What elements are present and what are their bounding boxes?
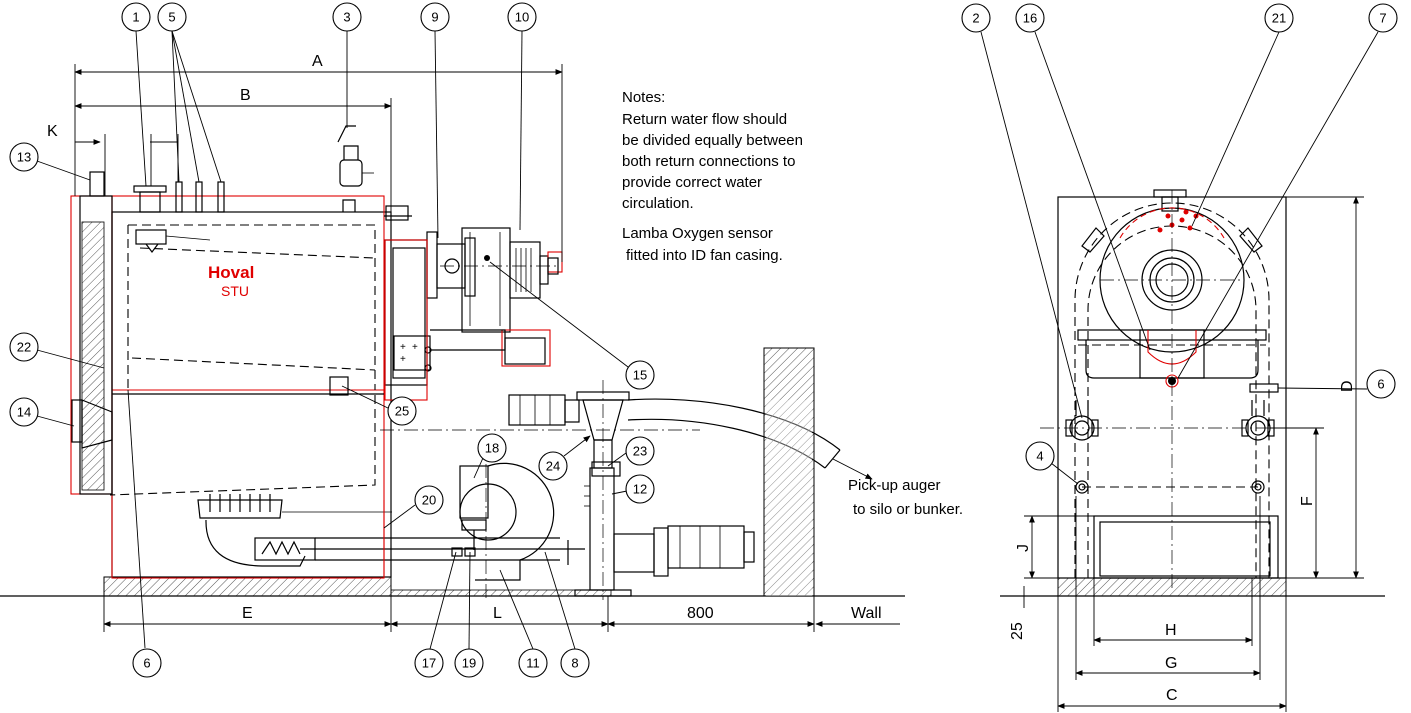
dim-l: L: [493, 605, 502, 622]
svg-text:13: 13: [17, 150, 31, 165]
dim-clearance: 800: [687, 605, 714, 622]
dim-c: C: [1166, 687, 1178, 704]
svg-text:14: 14: [17, 405, 31, 420]
svg-text:9: 9: [431, 10, 438, 25]
svg-text:+: +: [400, 354, 406, 365]
svg-text:3: 3: [343, 10, 350, 25]
svg-text:12: 12: [633, 482, 647, 497]
dim-k: K: [47, 123, 58, 140]
balloon-12: 12: [625, 474, 655, 504]
svg-text:2: 2: [972, 11, 979, 26]
dim-a: A: [312, 53, 323, 70]
svg-text:18: 18: [485, 441, 499, 456]
dim-h: H: [1165, 622, 1177, 639]
wall: [763, 347, 815, 597]
notes-line: both return connections to: [622, 153, 795, 170]
balloon-2: 2: [961, 3, 991, 33]
dim-g: G: [1165, 655, 1177, 672]
dim-d: D: [1339, 380, 1356, 392]
brand-model: STU: [221, 283, 249, 299]
svg-text:22: 22: [17, 340, 31, 355]
balloon-8: 8: [560, 648, 590, 678]
brand-name: Hoval: [208, 263, 254, 282]
svg-text:23: 23: [633, 444, 647, 459]
dim-base: 25: [1009, 622, 1026, 640]
svg-text:8: 8: [571, 656, 578, 671]
svg-text:5: 5: [168, 10, 175, 25]
balloon-19: 19: [454, 648, 484, 678]
balloon-5: 5: [157, 2, 187, 32]
balloon-11: 11: [518, 648, 548, 678]
balloon-13: 13: [9, 142, 39, 172]
notes-line: be divided equally between: [622, 132, 803, 149]
balloon-7: 7: [1368, 3, 1398, 33]
svg-text:+: +: [412, 342, 418, 353]
svg-text:1: 1: [132, 10, 139, 25]
balloon-21: 21: [1264, 3, 1294, 33]
dim-wall: Wall: [851, 605, 882, 622]
svg-text:24: 24: [546, 459, 560, 474]
grate-bars: [209, 494, 271, 512]
feed-tower: [589, 467, 615, 591]
balloon-25: 25: [387, 396, 417, 426]
svg-text:6: 6: [143, 656, 150, 671]
notes-title: Notes:: [622, 89, 665, 106]
side-view: + + +: [0, 2, 963, 678]
balloon-20: 20: [414, 485, 444, 515]
door-refractory: [81, 221, 105, 491]
svg-text:25: 25: [395, 404, 409, 419]
svg-text:19: 19: [462, 656, 476, 671]
notes-line: Lamba Oxygen sensor: [622, 225, 773, 242]
svg-text:7: 7: [1379, 11, 1386, 26]
balloon-16: 16: [1015, 3, 1045, 33]
notes-line: Return water flow should: [622, 111, 787, 128]
balloon-23: 23: [625, 436, 655, 466]
svg-text:15: 15: [633, 368, 647, 383]
notes-line: provide correct water: [622, 174, 762, 191]
balloon-15: 15: [625, 360, 655, 390]
svg-text:+: +: [400, 342, 406, 353]
svg-text:21: 21: [1272, 11, 1286, 26]
auger-label: to silo or bunker.: [853, 501, 963, 518]
balloon-24: 24: [538, 451, 568, 481]
dim-b: B: [240, 87, 251, 104]
notes: Notes: Return water flow should be divid…: [622, 89, 803, 264]
svg-text:6: 6: [1377, 377, 1384, 392]
dim-f: F: [1299, 496, 1316, 506]
balloon-4: 4: [1025, 441, 1055, 471]
svg-text:10: 10: [515, 10, 529, 25]
svg-text:4: 4: [1036, 449, 1043, 464]
id-fan: [461, 227, 511, 333]
notes-line: circulation.: [622, 195, 694, 212]
end-view: C G H D F J 25 2 16 21 7 6 4: [961, 3, 1398, 712]
balloon-3: 3: [332, 2, 362, 32]
balloon-1: 1: [121, 2, 151, 32]
balloon-17: 17: [414, 648, 444, 678]
balloon-10: 10: [507, 2, 537, 32]
dim-e: E: [242, 605, 253, 622]
balloon-6: 6: [132, 648, 162, 678]
balloon-14: 14: [9, 397, 39, 427]
dim-j: J: [1015, 544, 1032, 552]
svg-text:17: 17: [422, 656, 436, 671]
auger-label: Pick-up auger: [848, 477, 941, 494]
balloon-6-end: 6: [1366, 369, 1396, 399]
balloon-18: 18: [477, 433, 507, 463]
boiler-plinth: [103, 576, 392, 597]
svg-text:11: 11: [526, 656, 540, 671]
svg-text:20: 20: [422, 493, 436, 508]
balloon-9: 9: [420, 2, 450, 32]
svg-text:16: 16: [1023, 11, 1037, 26]
balloon-22: 22: [9, 332, 39, 362]
notes-line: fitted into ID fan casing.: [626, 247, 783, 264]
